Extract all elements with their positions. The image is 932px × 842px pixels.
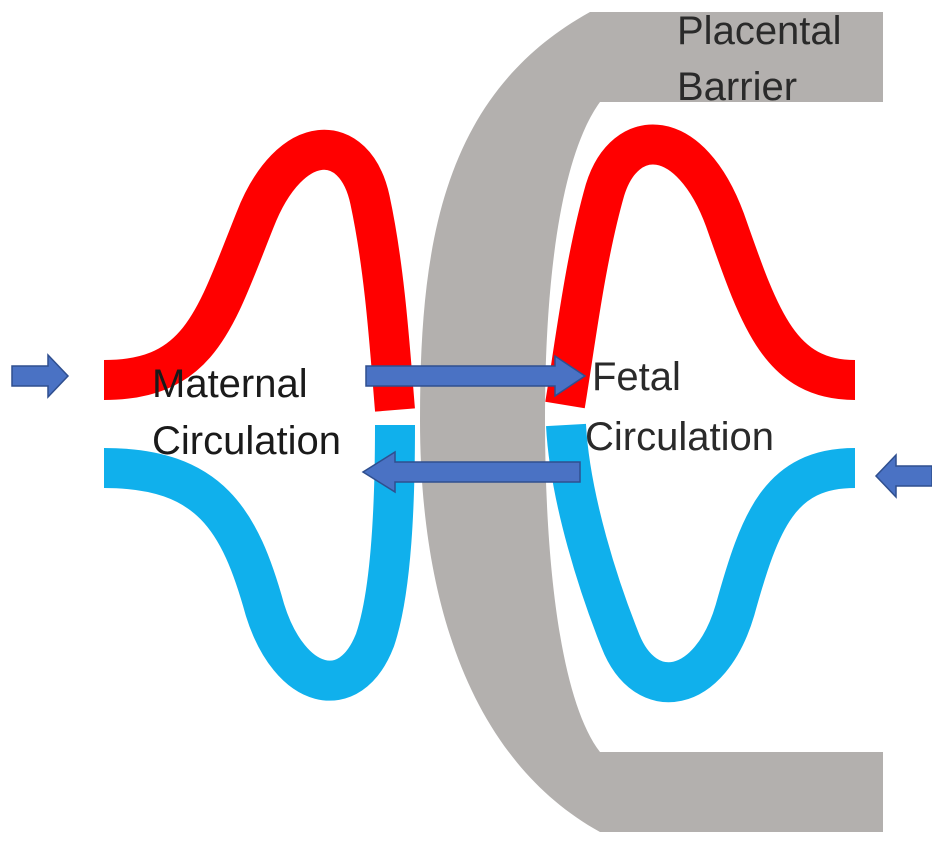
fetal-circulation xyxy=(565,144,855,682)
barrier-label-line2: Barrier xyxy=(677,65,797,109)
maternal-inflow-arrow xyxy=(12,355,68,397)
maternal-label-line2: Circulation xyxy=(152,419,341,463)
fetal-label-line2: Circulation xyxy=(585,415,774,459)
barrier-label-line1: Placental xyxy=(677,9,842,53)
maternal-label-line1: Maternal xyxy=(152,362,308,406)
maternal-circulation xyxy=(104,150,395,681)
fetal-vein xyxy=(566,425,855,682)
maternal-vein xyxy=(104,425,395,681)
fetal-inflow-arrow xyxy=(876,455,932,497)
fetal-label-line1: Fetal xyxy=(592,355,681,399)
